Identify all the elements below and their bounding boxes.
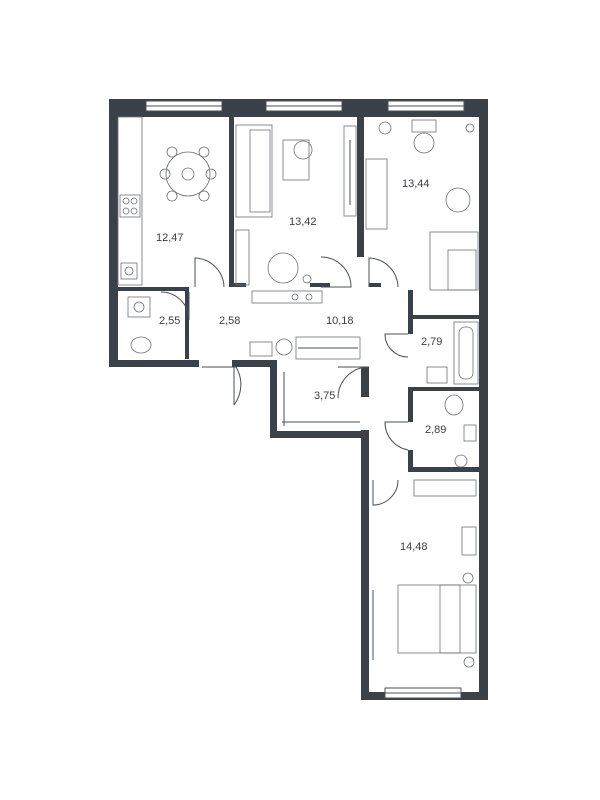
room-area-wc: 2,89 bbox=[425, 424, 446, 436]
walls bbox=[109, 99, 488, 700]
room-area-bathroom-left: 2,55 bbox=[159, 315, 180, 327]
doors bbox=[160, 256, 409, 506]
room-labels: 12,47 13,42 13,44 2,55 2,58 10,18 2,79 3… bbox=[156, 178, 446, 553]
room-area-closet: 3,75 bbox=[314, 390, 335, 402]
room-area-living: 13,42 bbox=[289, 216, 317, 228]
windows bbox=[145, 100, 465, 699]
room-area-corridor: 10,18 bbox=[326, 315, 354, 327]
room-area-bathroom-right: 2,79 bbox=[421, 336, 442, 348]
room-area-bedroom-bottom: 14,48 bbox=[400, 541, 428, 553]
room-area-kitchen: 12,47 bbox=[156, 232, 184, 244]
room-area-hall-left: 2,58 bbox=[219, 315, 240, 327]
furniture bbox=[117, 116, 479, 668]
room-area-bedroom-top: 13,44 bbox=[402, 178, 430, 190]
